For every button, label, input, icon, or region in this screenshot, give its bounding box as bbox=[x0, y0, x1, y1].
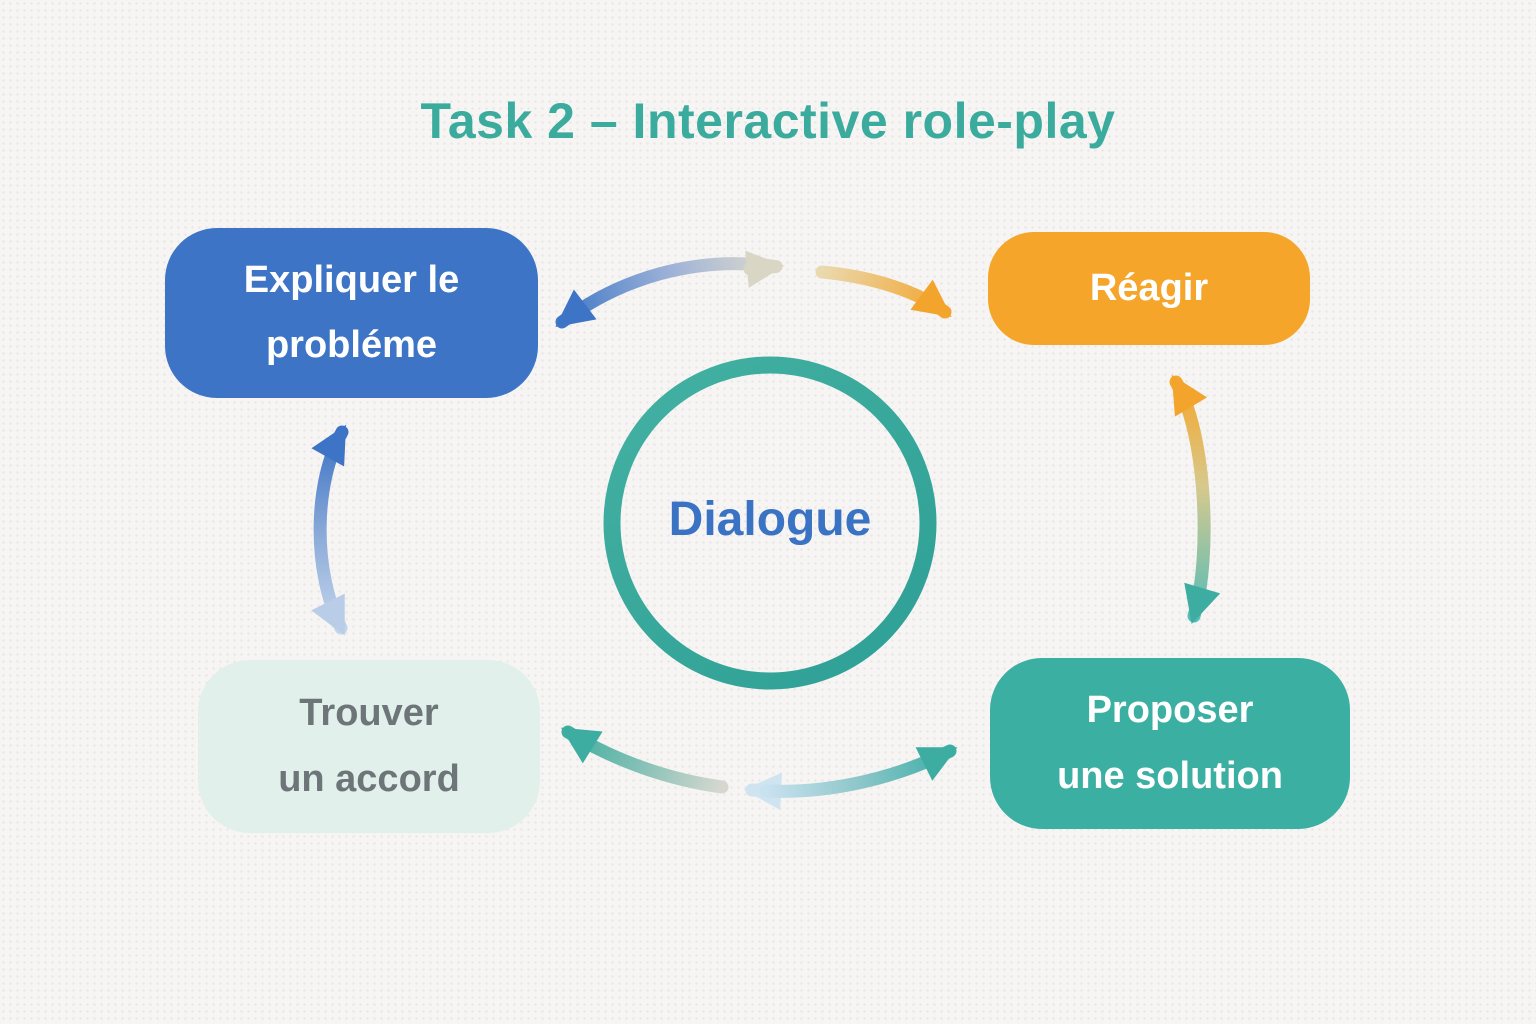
node-label-line: une solution bbox=[1057, 754, 1283, 797]
arrow-react-propose bbox=[1169, 374, 1221, 624]
dialogue-circle bbox=[603, 356, 937, 690]
node-proposer-une-solution: Proposer une solution bbox=[990, 658, 1350, 829]
node-label-line: Proposer bbox=[1086, 689, 1254, 732]
node-label-line: un accord bbox=[278, 757, 460, 800]
node-label-line: Trouver bbox=[299, 692, 439, 735]
page-title: Task 2 – Interactive role-play bbox=[420, 93, 1116, 149]
arrow-bottom-to-agree bbox=[560, 725, 729, 794]
arrow-explain-agree bbox=[311, 424, 349, 636]
arrow-bottom-to-propose bbox=[759, 744, 958, 798]
arrow-top-to-explain bbox=[555, 257, 779, 329]
node-expliquer-le-probleme: Expliquer le probléme bbox=[165, 228, 538, 398]
node-label-line: probléme bbox=[265, 324, 438, 366]
node-reagir: Réagir bbox=[988, 232, 1310, 345]
node-label-line: Expliquer le bbox=[243, 258, 460, 301]
dialogue-center-label: Dialogue bbox=[668, 493, 872, 546]
node-trouver-un-accord: Trouver un accord bbox=[198, 660, 540, 833]
arrow-top-mid-arrowhead bbox=[743, 250, 785, 288]
node-label-line: Réagir bbox=[1089, 266, 1209, 309]
arrow-top-to-react bbox=[815, 265, 952, 319]
